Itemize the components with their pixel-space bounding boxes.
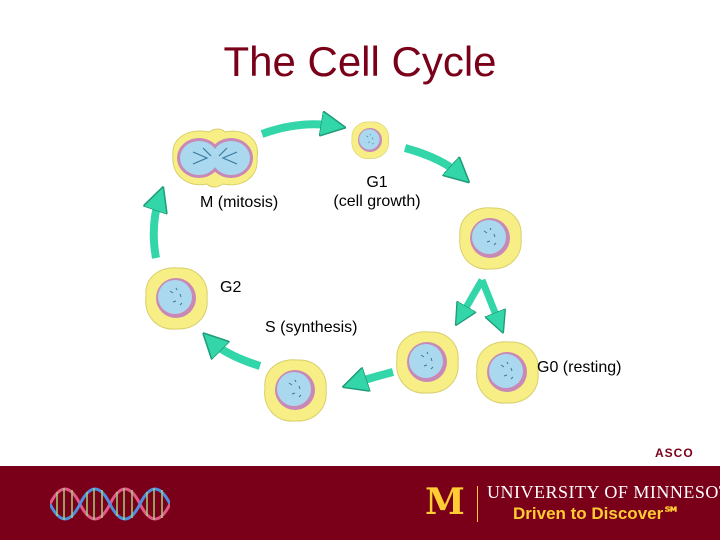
label-g1-line2: (cell growth) [333,193,421,210]
asco-watermark: ASCO [655,446,694,460]
umn-university-name: UNIVERSITY OF MINNESOTA [487,482,720,502]
arrow-s-phase [352,372,395,384]
label-m-phase: M (mitosis) [200,194,279,211]
page-title: The Cell Cycle [223,38,497,85]
cell-mitosis [172,128,259,188]
cell-g1-late [459,207,522,270]
umn-m-logo: M [425,481,465,523]
arrow-m-to-g1 [260,124,336,138]
arrow-to-g0-split [460,278,500,325]
cell-s-phase [396,331,459,394]
cell-cycle-diagram [0,0,539,422]
cell-g0 [476,341,539,404]
cell-g1-small [351,121,390,160]
dna-helix-logo [50,487,170,521]
cell-s-late [264,359,327,422]
umn-divider [477,486,478,522]
umn-tagline: Driven to Discover℠ [513,504,681,523]
arrow-to-g2 [210,340,262,370]
label-g0: G0 (resting) [537,359,622,376]
arrow-g1-to-next [403,144,462,176]
label-g1-line1: G1 [366,174,388,191]
label-g2: G2 [220,279,242,296]
arrow-g2-to-m [154,196,160,259]
cell-g2 [145,267,208,330]
label-g1: G1 (cell growth) [326,173,428,211]
label-s-phase: S (synthesis) [265,319,358,336]
footer-bar [0,466,720,540]
